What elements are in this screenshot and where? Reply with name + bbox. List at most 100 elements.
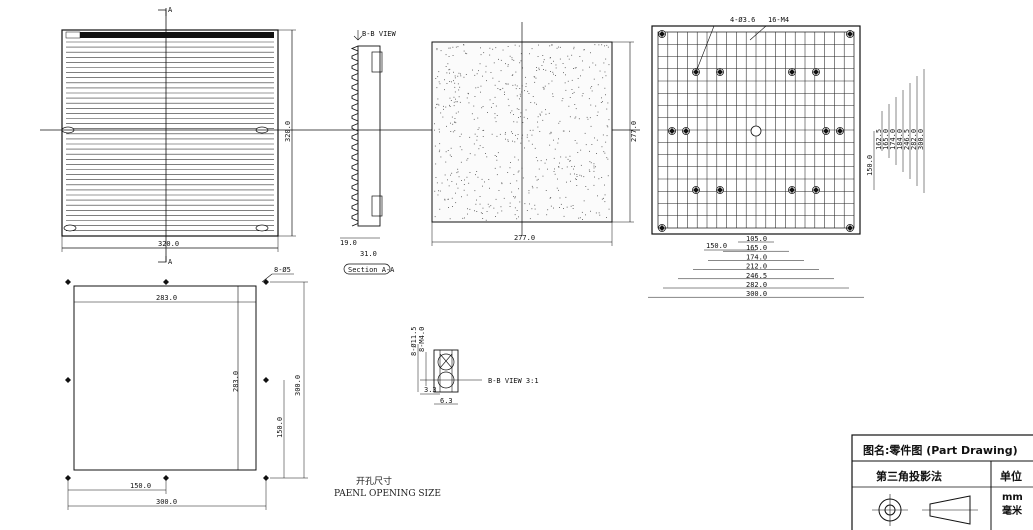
filter-speckle	[511, 191, 513, 193]
filter-speckle	[517, 138, 518, 140]
filter-speckle	[516, 218, 518, 220]
title-block: 图名:零件图 (Part Drawing) 第三角投影法 单位 mm 毫米	[851, 434, 1033, 530]
filter-speckle	[434, 129, 435, 131]
filter-speckle	[581, 175, 582, 177]
filter-speckle	[534, 204, 536, 206]
filter-speckle	[525, 86, 527, 87]
filter-speckle	[542, 175, 544, 177]
filter-speckle	[605, 75, 607, 77]
filter-speckle	[545, 69, 547, 71]
filter-speckle	[538, 168, 540, 170]
filter-speckle	[577, 78, 579, 79]
filter-speckle	[474, 74, 476, 76]
filter-speckle	[474, 210, 475, 212]
detail-hole-dim: 8-Ø11.5	[410, 326, 418, 356]
filter-speckle	[537, 56, 539, 57]
filter-speckle	[520, 112, 522, 114]
filter-speckle	[584, 132, 586, 134]
filter-speckle	[514, 156, 516, 158]
filter-speckle	[566, 206, 568, 208]
filter-speckle	[459, 146, 461, 148]
detail-body	[433, 349, 459, 393]
filter-speckle	[547, 168, 548, 170]
filter-speckle	[516, 210, 518, 211]
filter-speckle	[494, 96, 496, 98]
filter-speckle	[507, 139, 509, 141]
filter-speckle	[491, 106, 492, 108]
filter-speckle	[602, 134, 604, 136]
filter-speckle	[500, 206, 502, 208]
filter-speckle	[457, 111, 459, 113]
filter-speckle	[449, 104, 450, 106]
filter-speckle	[461, 149, 463, 151]
filter-speckle	[573, 168, 574, 170]
filter-speckle	[463, 44, 465, 46]
filter-speckle	[580, 149, 582, 151]
filter-speckle	[569, 130, 570, 132]
filter-speckle	[480, 212, 482, 214]
detail-boss-top	[437, 353, 455, 371]
filter-speckle	[547, 209, 549, 211]
filter-speckle	[457, 187, 459, 189]
width-dim: 320.0	[158, 240, 179, 248]
filter-speckle	[550, 131, 552, 133]
filter-speckle	[520, 116, 521, 118]
filter-speckle	[583, 200, 585, 202]
filter-speckle	[597, 195, 598, 197]
filter-speckle	[479, 145, 481, 147]
filter-speckle	[520, 142, 522, 144]
section-arrow-bottom	[158, 256, 167, 263]
side-dim-b: 31.0	[360, 250, 377, 258]
filter-speckle	[457, 83, 459, 85]
filter-speckle	[481, 107, 483, 109]
filter-speckle	[607, 126, 609, 128]
filter-speckle	[574, 67, 576, 69]
filter-speckle	[565, 156, 567, 158]
filter-speckle	[494, 113, 496, 115]
filter-speckle	[464, 217, 465, 219]
filter-speckle	[570, 160, 571, 162]
filter-speckle	[507, 172, 509, 173]
filter-speckle	[524, 147, 525, 149]
filter-speckle	[454, 82, 456, 84]
side-section-view: B-B VIEW 19.0 31.0 Section A-A	[340, 30, 397, 275]
filter-speckle	[522, 67, 523, 69]
filter-speckle	[553, 60, 554, 62]
filter-speckle	[457, 171, 459, 173]
filter-speckle	[534, 102, 536, 104]
filter-speckle	[529, 203, 530, 205]
rear-hole-marker	[813, 187, 819, 193]
filter-speckle	[482, 147, 484, 148]
grille-frame	[61, 29, 279, 237]
filter-speckle	[559, 58, 561, 60]
filter-speckle	[532, 129, 534, 131]
filter-speckle	[447, 63, 449, 65]
rear-hole-marker	[659, 225, 665, 231]
filter-speckle	[586, 116, 588, 118]
filter-speckle	[483, 129, 485, 131]
filter-speckle	[453, 101, 455, 103]
filter-speckle	[606, 125, 608, 127]
filter-speckle	[544, 162, 546, 164]
filter-speckle	[574, 104, 576, 105]
filter-speckle	[479, 63, 481, 65]
filter-speckle	[556, 187, 558, 189]
filter-speckle	[518, 170, 520, 172]
filter-speckle	[478, 127, 480, 129]
filter-speckle	[536, 103, 537, 105]
filter-speckle	[504, 91, 505, 93]
filter-speckle	[593, 170, 595, 172]
filter-speckle	[511, 75, 513, 76]
filter-speckle	[483, 52, 485, 54]
filter-speckle	[601, 44, 603, 46]
filter-speckle	[472, 69, 473, 71]
filter-height-dim: 277.0	[630, 121, 638, 142]
thread-callout-leader	[749, 25, 767, 41]
filter-speckle	[531, 48, 533, 50]
filter-speckle	[532, 187, 534, 189]
height-dim: 320.0	[284, 121, 292, 142]
filter-speckle	[534, 208, 536, 210]
cutout-hole-callout: 8-Ø5	[274, 266, 291, 274]
filter-speckle	[540, 114, 541, 116]
filter-speckle	[601, 146, 603, 148]
